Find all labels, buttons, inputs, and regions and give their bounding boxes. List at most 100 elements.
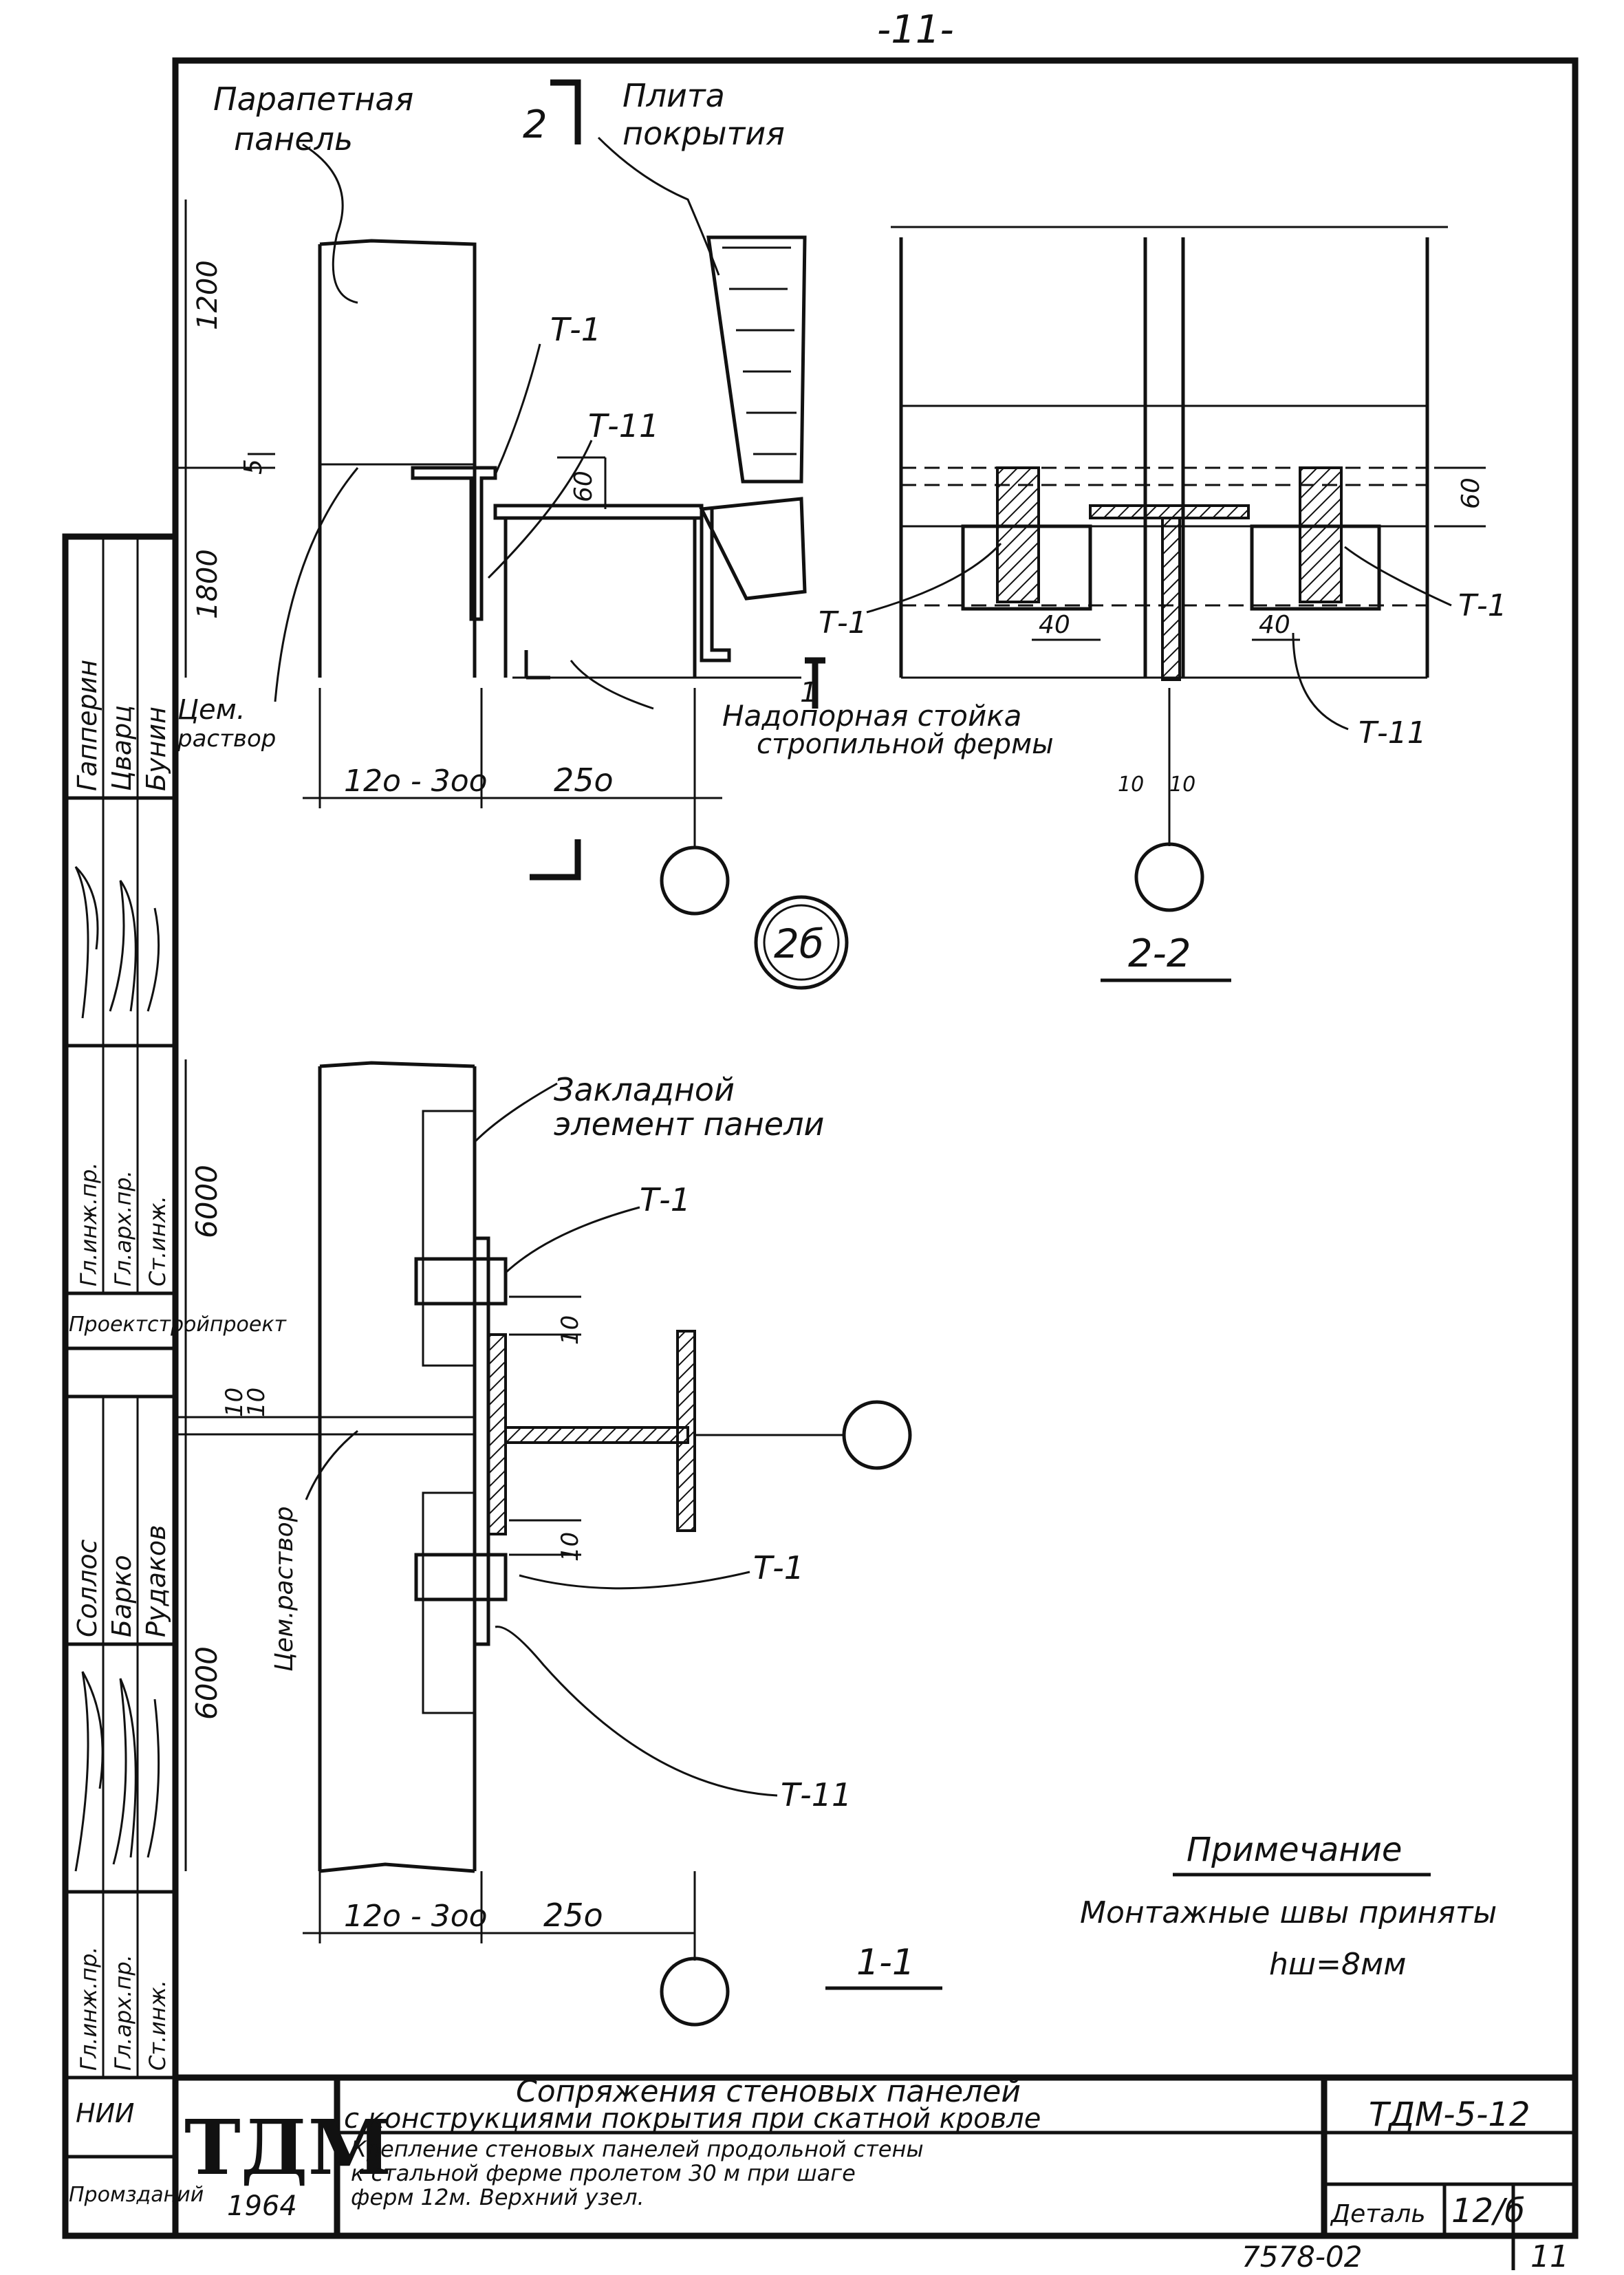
axis-marker-1-1-bottom — [660, 1956, 730, 2027]
signatures-top — [74, 865, 160, 1019]
sec11-column — [676, 1330, 696, 1532]
side-role-1a: Гл.инж.пр. — [76, 1162, 102, 1286]
dim-40-b: 40 — [1259, 611, 1290, 639]
label-t1-a: Т-1 — [550, 311, 601, 348]
stamp-detail-label: Деталь — [1330, 2200, 1426, 2228]
dim-10-a: 10 — [1118, 773, 1144, 797]
leader-slab — [597, 136, 720, 276]
leader-post — [570, 660, 654, 710]
stamp-title-2: с конструкциями покрытия при скатной кро… — [344, 2103, 1041, 2135]
label-slab-1: Плита — [622, 77, 725, 114]
dim-250-bottom: 25о — [543, 1897, 603, 1934]
leader-parapet — [302, 143, 358, 304]
section-11-label: 1-1 — [856, 1942, 915, 1983]
leader-sec22-t1-right — [1344, 546, 1452, 607]
label-t1-e: Т-1 — [753, 1549, 804, 1586]
label-t1-b: Т-1 — [819, 605, 867, 640]
signatures-bottom — [74, 1671, 160, 1872]
label-t1-c: Т-1 — [1458, 588, 1507, 623]
side-stamp — [65, 537, 175, 2159]
parapet-panel-outline — [319, 239, 477, 678]
sec11-t1-bottom — [414, 1553, 508, 1602]
stamp-title-1: Сопряжения стеновых панелей — [516, 2074, 1021, 2109]
label-slab-2: покрытия — [622, 115, 785, 152]
label-t11-c: Т-11 — [781, 1776, 852, 1813]
dim-10-c: 10 — [221, 1388, 248, 1417]
sec22-t11 — [1089, 504, 1250, 519]
label-mortar-1: Цем. — [177, 694, 246, 726]
stamp-code: ТДМ-5-12 — [1369, 2095, 1530, 2134]
side-role-2c: Ст.инж. — [144, 1980, 171, 2071]
label-t11-b: Т-11 — [1358, 715, 1427, 751]
truss-angle — [700, 509, 731, 662]
sec11-t11 — [487, 1333, 507, 1535]
dim-10-d: 10 — [243, 1388, 270, 1417]
sec22-t1-right — [1299, 466, 1343, 603]
stamp-detail-num: 12/б — [1451, 2192, 1525, 2230]
dim-60-b: 60 — [1457, 477, 1485, 509]
dim-120-300-bottom: 12о - 3оо — [344, 1899, 488, 1934]
label-cut-1: 1 — [800, 677, 817, 709]
sec11-flange — [504, 1426, 689, 1444]
label-post-2: стропильной фермы — [757, 729, 1054, 760]
slab-texture — [722, 246, 797, 455]
cut-mark-1 — [805, 657, 825, 709]
side-name-2b: Барко — [107, 1555, 137, 1637]
detail-circle-outer — [754, 895, 849, 990]
stamp-desc-1: Крепление стеновых панелей продольной ст… — [351, 2136, 924, 2162]
detail-circle-inner — [763, 904, 840, 981]
axis-marker-2b — [660, 845, 730, 916]
dim-250-top: 25о — [554, 762, 614, 799]
side-org-1: Проектстройпроект — [69, 1313, 287, 1337]
side-role-2a: Гл.инж.пр. — [76, 1946, 102, 2071]
label-post-1: Надопорная стойка — [722, 699, 1021, 733]
leader-t1 — [494, 343, 541, 475]
leader-sec11-t11 — [495, 1626, 778, 1797]
view-2b — [177, 79, 825, 916]
leader-sec11-t1-bottom — [519, 1571, 750, 1590]
dim-5: 5 — [239, 459, 268, 475]
side-org-3: Промзданий — [69, 2183, 204, 2207]
page-number: -11- — [877, 8, 954, 52]
section-22-label: 2-2 — [1128, 931, 1191, 976]
dim-1200: 1200 — [192, 260, 224, 330]
axis-marker-1-1-right — [842, 1400, 912, 1470]
dim-120-300-top: 12о - 3оо — [344, 764, 488, 799]
dim-6000-top: 6000 — [190, 1165, 224, 1238]
leader-sec22-t11 — [1292, 632, 1349, 731]
section-mark-top: 2 — [523, 103, 548, 147]
angle-t1 — [411, 466, 497, 621]
sec22-t1-left — [996, 466, 1040, 603]
label-embedded-2: элемент панели — [554, 1106, 824, 1143]
stamp-logo: ТДМ — [184, 2103, 391, 2192]
leader-sec11-mortar — [305, 1430, 358, 1500]
view-2-2 — [866, 226, 1486, 982]
leader-sec22-t1-left — [866, 542, 1002, 614]
leader-t11 — [487, 440, 593, 579]
side-name-1a: Гапперин — [72, 660, 102, 791]
note-text: Монтажные швы приняты — [1080, 1895, 1497, 1930]
label-t1-d: Т-1 — [640, 1181, 691, 1218]
stamp-archive: 7578-02 — [1242, 2240, 1363, 2274]
label-parapet-1: Парапетная — [213, 80, 413, 118]
side-name-2a: Соллос — [72, 1539, 102, 1637]
dim-10-e: 10 — [556, 1315, 584, 1345]
truss-post — [699, 497, 807, 601]
axis-marker-2-2 — [1134, 842, 1204, 912]
label-t11-a: Т-11 — [588, 407, 659, 444]
stamp-desc-3: ферм 12м. Верхний узел. — [351, 2184, 645, 2210]
dim-1800: 1800 — [192, 549, 224, 619]
dim-10-f: 10 — [556, 1532, 584, 1562]
detail-mark: 2б — [774, 920, 824, 967]
note-weld: hш=8мм — [1269, 1947, 1406, 1982]
dim-10-b: 10 — [1169, 773, 1195, 797]
label-mortar-vertical: Цем.раствор — [270, 1507, 299, 1672]
sec11-t1-top — [414, 1257, 508, 1306]
cut-mark-bottom — [530, 839, 581, 881]
leader-mortar — [274, 467, 359, 702]
side-org-2: НИИ — [76, 2098, 134, 2128]
sec11-plate — [473, 1236, 490, 1646]
stamp-year: 1964 — [227, 2190, 297, 2222]
view-1-1 — [177, 1059, 942, 2027]
